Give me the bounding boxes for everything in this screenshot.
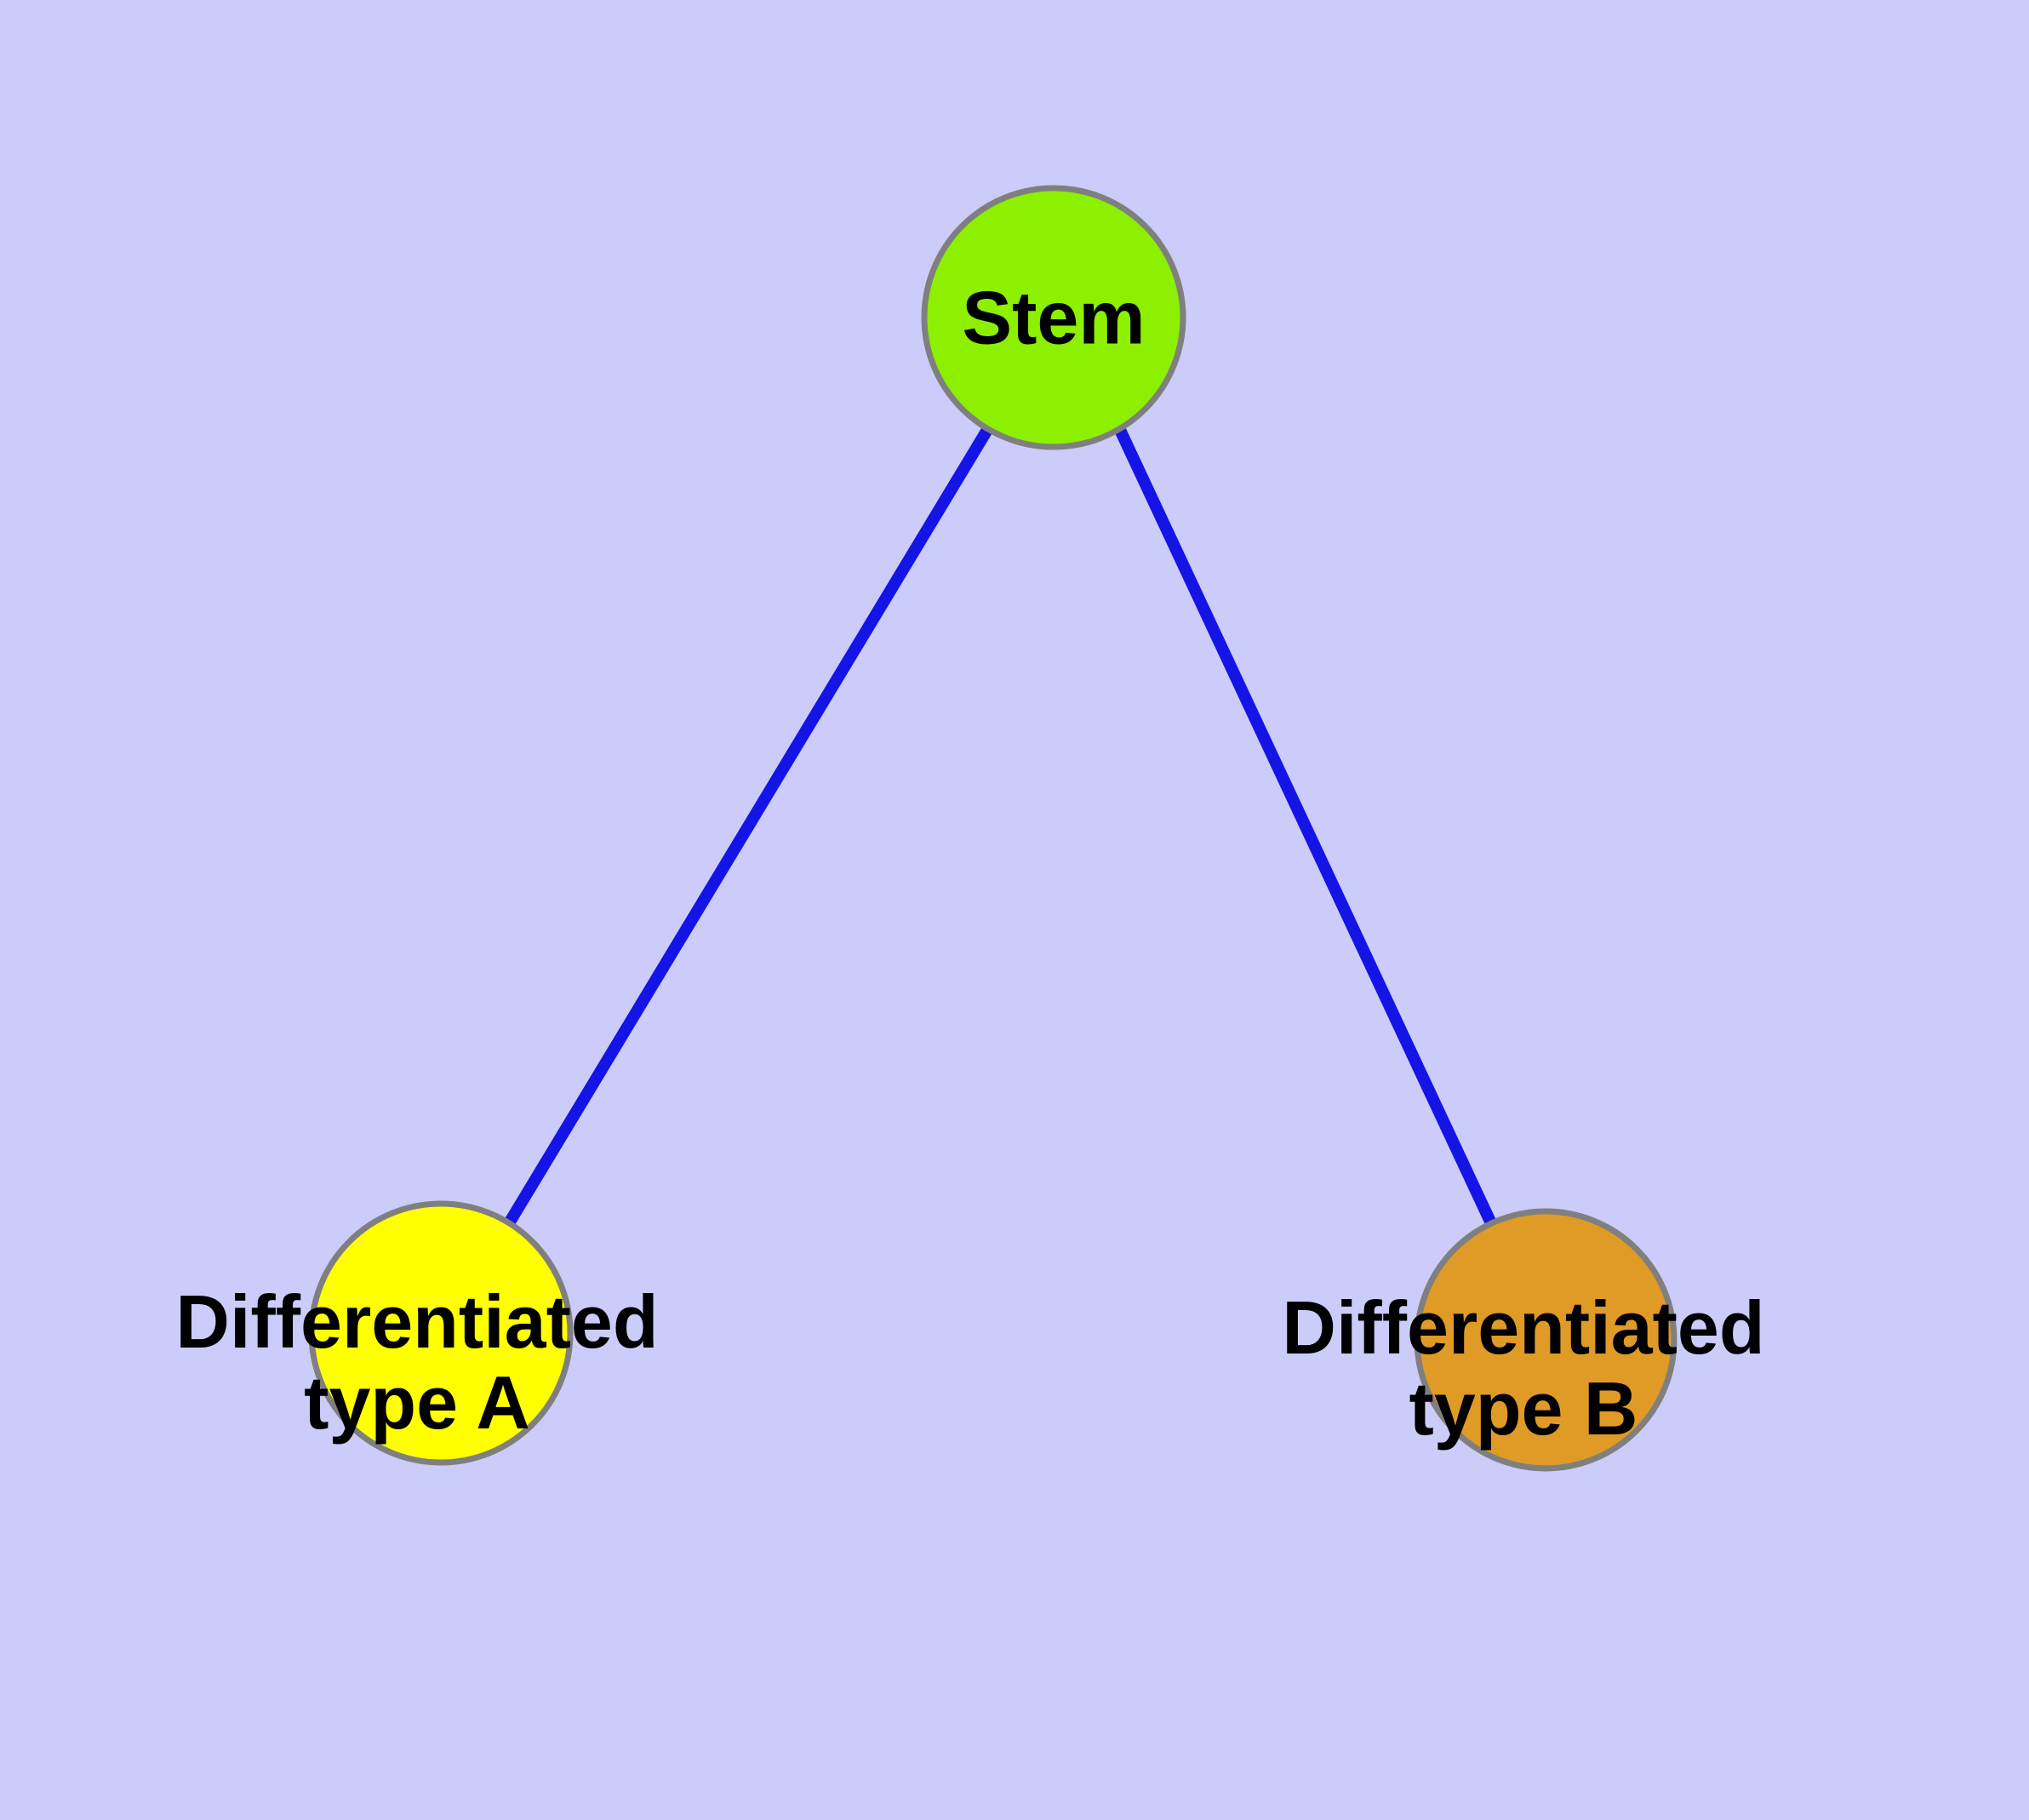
node-differentiated-type-a[interactable] [308,1200,574,1466]
edge-stem-to-differentiated-type-b[interactable] [1114,427,1497,1226]
node-differentiated-type-b[interactable] [1414,1208,1677,1472]
node-layer [308,185,1677,1472]
node-stem[interactable] [921,185,1186,450]
edge-stem-to-differentiated-type-a[interactable] [504,426,992,1227]
edge-layer [504,426,1497,1227]
